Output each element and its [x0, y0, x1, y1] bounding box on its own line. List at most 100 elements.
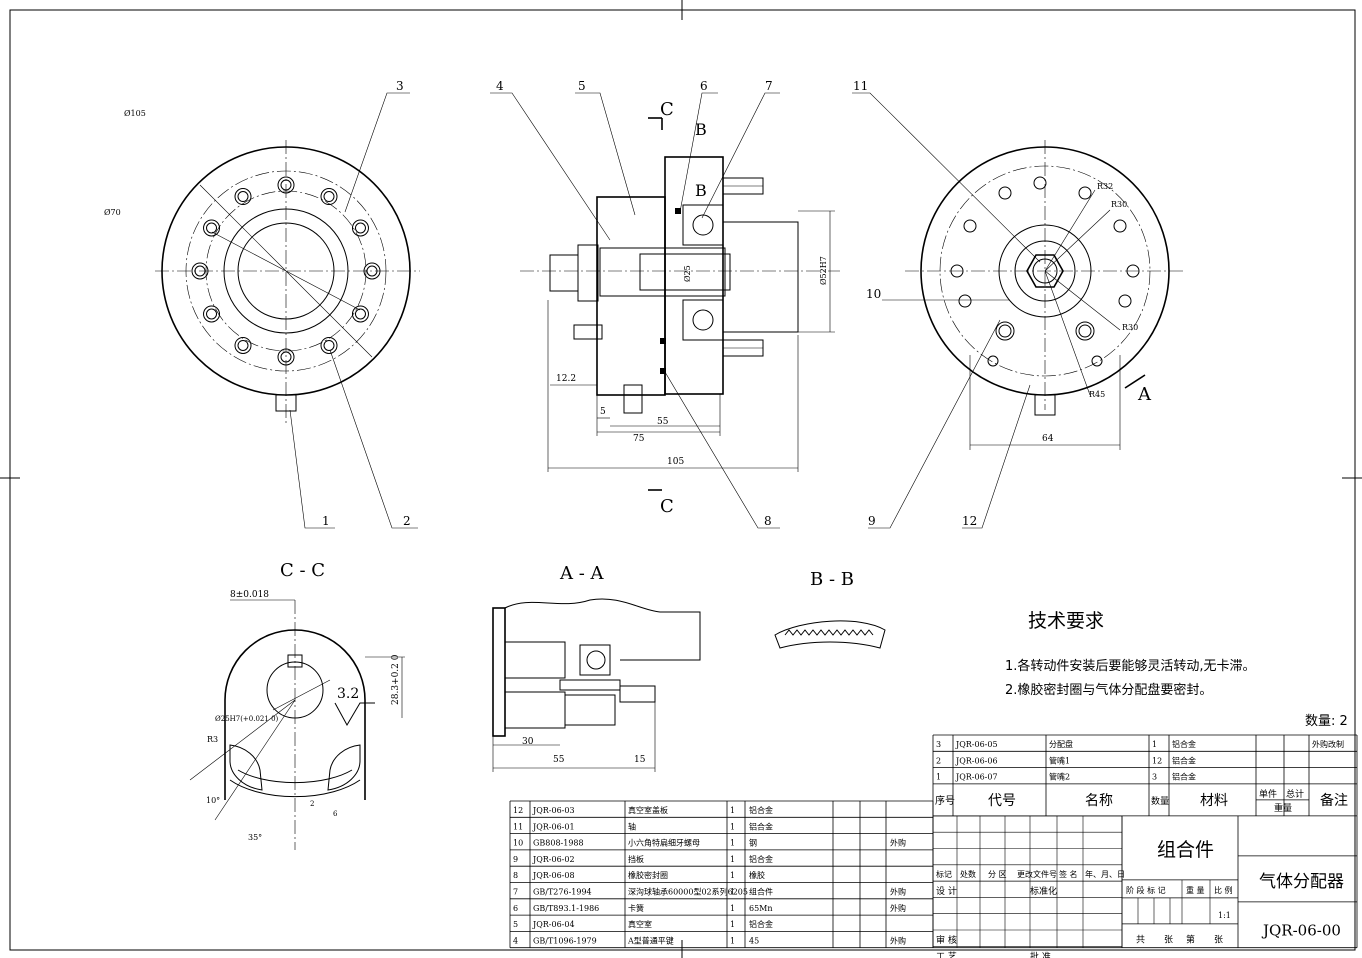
bom-name: 管嘴1 [1049, 755, 1070, 765]
tb-process: 工 艺 [936, 951, 957, 958]
bolt-hole [191, 262, 209, 280]
part-name: 气体分配器 [1259, 872, 1344, 892]
th-doc: 更改文件号 [1017, 869, 1057, 879]
mark-a: A [1137, 384, 1152, 405]
hole [958, 294, 972, 308]
bom-name: 卡簧 [628, 903, 644, 913]
bom-qty: 1 [730, 871, 735, 880]
dim-bearing: Ø52H7 [819, 256, 828, 285]
nozzle-hole [995, 321, 1015, 341]
mark-c-top: C [660, 99, 674, 120]
bom-code: JQR-06-03 [532, 806, 575, 815]
bom-material: 铝合金 [749, 854, 773, 864]
bom-qty: 1 [730, 888, 735, 897]
bom-code: JQR-06-05 [955, 740, 998, 749]
bom-no: 11 [513, 822, 523, 831]
hole [998, 186, 1012, 200]
hole [1113, 219, 1127, 233]
bom-no: 5 [513, 920, 518, 929]
balloon-4: 4 [496, 79, 504, 93]
bom-name: 真空室 [628, 919, 652, 929]
r45-label: R45 [1089, 390, 1105, 399]
aa-dim-30: 30 [522, 737, 534, 747]
dim-inner: Ø25 [683, 265, 692, 282]
balloon-7: 7 [765, 79, 773, 93]
quantity-label: 数量: 2 [1305, 714, 1348, 729]
pin-hole [987, 355, 999, 367]
bom-name: 轴 [628, 821, 636, 831]
balloon-1: 1 [322, 514, 330, 528]
header-total: 总计 [1286, 788, 1304, 800]
header-code: 代号 [988, 793, 1016, 809]
bom-name: 分配盘 [1049, 739, 1073, 749]
bom-note: 外购 [890, 935, 906, 945]
bom-code: JQR-06-07 [955, 773, 998, 782]
bom-material: 铝合金 [749, 821, 773, 831]
d2-label: 2 [310, 800, 314, 808]
th-zone: 分 区 [988, 870, 1007, 879]
header-unit: 单件 [1259, 788, 1277, 800]
hole [1033, 176, 1047, 190]
bom-no: 12 [513, 806, 523, 815]
hole [1126, 264, 1140, 278]
bom-code: JQR-06-08 [532, 871, 575, 880]
tech-title: 技术要求 [1028, 610, 1104, 632]
bom-name: 挡板 [628, 854, 644, 864]
ang10-label: 10° [206, 796, 220, 805]
bolt-hole [320, 188, 338, 206]
bom-no: 4 [513, 936, 518, 945]
bom-note: 外购 [890, 887, 906, 897]
balloon-5: 5 [578, 79, 586, 93]
r32-label: R32 [1097, 182, 1113, 191]
bom-code: GB808-1988 [533, 839, 584, 848]
section-cc: C - C 8±0.018 28.3+0.2 0 3.2 Ø25H7(+0.02… [189, 560, 405, 850]
bom-code: GB/T893.1-1986 [533, 904, 599, 913]
sheet-border [9, 9, 1356, 951]
drawing-number: JQR-06-00 [1261, 922, 1341, 940]
bolt-hole [351, 219, 369, 237]
bom-code: GB/T1096-1979 [533, 936, 597, 945]
front-view: Ø105 Ø70 3 1 2 [104, 79, 420, 529]
bom-no: 6 [513, 904, 518, 913]
tb-sheet-no: 第 [1186, 934, 1195, 946]
bom-code: GB/T276-1994 [533, 888, 592, 897]
header-name: 名称 [1085, 793, 1113, 809]
section-aa-title: A - A [559, 563, 605, 584]
bom-qty: 1 [730, 855, 735, 864]
bom-qty: 1 [730, 920, 735, 929]
bom-material: 铝合金 [1172, 772, 1196, 782]
bom-name: 真空室盖板 [628, 805, 668, 815]
th-sign: 签 名 [1059, 869, 1078, 879]
tb-standard: 标准化 [1030, 885, 1057, 897]
bolt-hole [277, 176, 295, 194]
dim-key: 8±0.018 [230, 590, 269, 600]
section-bb-title: B - B [810, 569, 854, 590]
dia-pcd-label: Ø70 [104, 208, 121, 217]
header-qty: 数量 [1151, 795, 1169, 807]
hole [963, 219, 977, 233]
bom-no: 9 [513, 855, 518, 864]
bolt-hole [203, 219, 221, 237]
bolt-hole [363, 262, 381, 280]
section-cc-title: C - C [280, 560, 325, 581]
bom-qty: 12 [1152, 756, 1162, 765]
main-section-view: C C B B Ø52H7 Ø25 12.2 5 55 75 105 4 5 6… [490, 79, 840, 529]
bom-material: 钢 [749, 838, 757, 848]
th-mark: 标记 [936, 869, 952, 879]
tb-sheet-unit: 张 [1214, 935, 1223, 946]
balloon-11: 11 [853, 79, 868, 93]
hole [1118, 294, 1132, 308]
section-bb: B - B [774, 569, 886, 649]
tb-ratio: 比 例 [1214, 885, 1233, 895]
dim-height: 28.3+0.2 0 [391, 654, 401, 705]
mark-c-bottom: C [660, 496, 674, 517]
bom-qty: 1 [1152, 740, 1157, 749]
tb-scale: 1:1 [1218, 911, 1231, 920]
bom-material: 铝合金 [1172, 755, 1196, 765]
dim-12-2: 12.2 [556, 374, 576, 384]
nozzle-hole [1075, 321, 1095, 341]
bom-note: 外购 [890, 838, 906, 848]
bom-qty: 1 [730, 839, 735, 848]
